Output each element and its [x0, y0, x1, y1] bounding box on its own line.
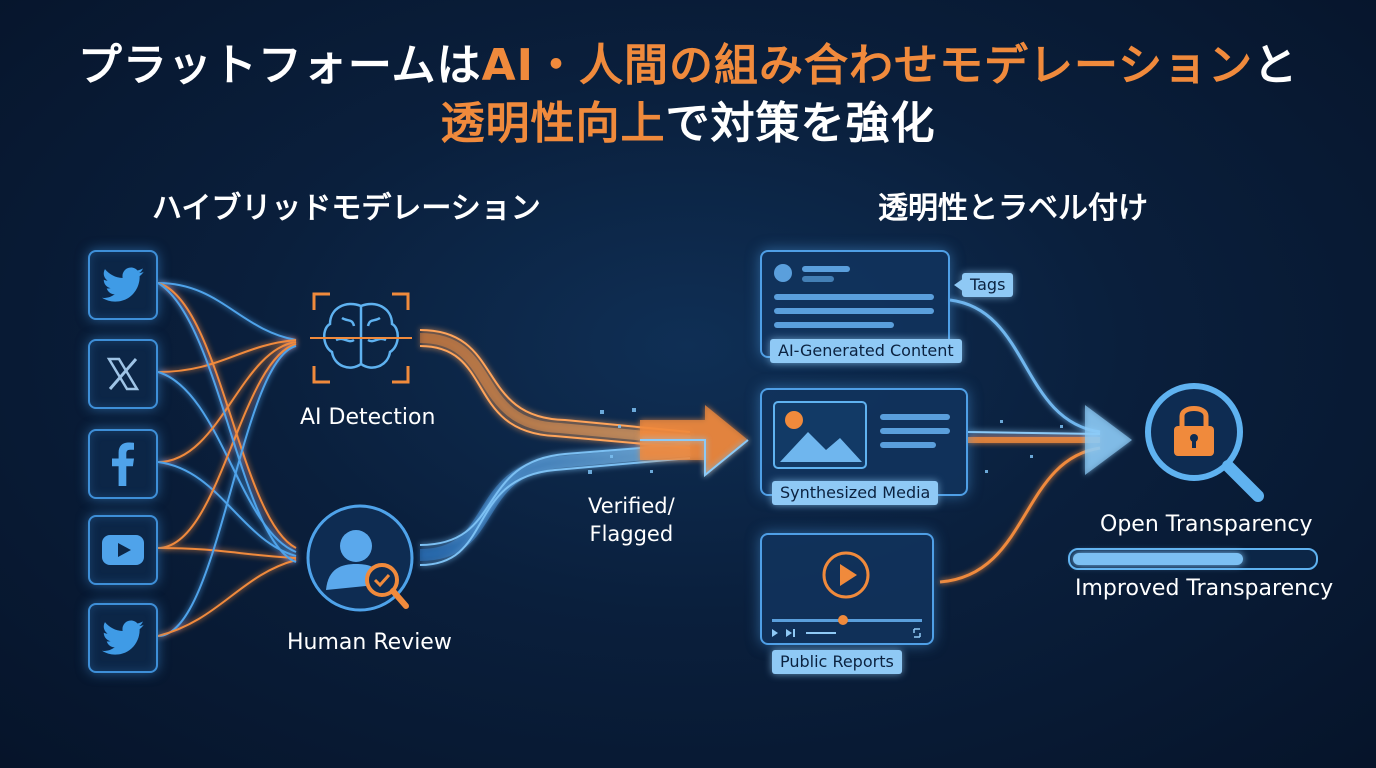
text-line — [802, 276, 834, 282]
x-logo-icon — [106, 357, 140, 391]
text-line — [774, 308, 934, 314]
video-scrubber — [838, 615, 848, 625]
synthesized-media-card — [760, 388, 968, 496]
title-part-a: プラットフォームは — [77, 40, 482, 91]
human-review-label: Human Review — [287, 630, 452, 655]
twitter-bird-icon — [102, 267, 144, 302]
synthesized-media-tag: Synthesized Media — [772, 481, 939, 505]
page-title-line2: 透明性向上で対策を強化 — [0, 96, 1376, 152]
youtube-platform-icon — [88, 515, 158, 585]
facebook-icon — [112, 442, 134, 486]
tags-label: Tags — [962, 273, 1014, 297]
twitter-platform-icon-2 — [88, 603, 158, 673]
human-review-icon — [306, 504, 414, 612]
x-platform-icon — [88, 339, 158, 409]
avatar — [774, 264, 792, 282]
text-line — [774, 294, 934, 300]
ai-detection-label: AI Detection — [300, 405, 436, 430]
title-part-e: で対策を強化 — [665, 98, 936, 149]
video-controls-icon — [772, 628, 921, 638]
text-line — [802, 266, 850, 272]
image-icon — [773, 401, 867, 469]
transparency-progress-fill — [1073, 553, 1243, 565]
ai-generated-content-tag: AI-Generated Content — [770, 339, 962, 363]
verified-text: Verified/ — [588, 494, 675, 518]
page-title-line1: プラットフォームはAI・人間の組み合わせモデレーションと — [0, 38, 1376, 94]
improved-transparency-label: Improved Transparency — [1075, 576, 1334, 601]
play-button-icon — [822, 551, 870, 599]
title-part-c: と — [1253, 40, 1299, 91]
hybrid-moderation-heading: ハイブリッドモデレーション — [152, 191, 541, 226]
lock-magnifier-icon — [1145, 383, 1264, 502]
twitter-bird-icon — [102, 620, 144, 655]
brain-icon — [310, 292, 412, 384]
text-line — [774, 322, 894, 328]
title-part-d: 透明性向上 — [440, 98, 666, 149]
open-transparency-label: Open Transparency — [1100, 512, 1313, 537]
facebook-platform-icon — [88, 429, 158, 499]
public-reports-tag: Public Reports — [772, 650, 902, 674]
public-reports-card — [760, 533, 934, 645]
youtube-icon — [102, 535, 144, 565]
verified-flagged-label: Verified/ Flagged — [588, 492, 675, 548]
flagged-text: Flagged — [589, 522, 674, 546]
twitter-platform-icon — [88, 250, 158, 320]
transparency-progress-bar — [1068, 548, 1318, 570]
text-line — [880, 414, 950, 420]
text-line — [880, 442, 936, 448]
text-line — [880, 428, 950, 434]
tag-pointer-icon — [954, 278, 964, 292]
transparency-labeling-heading: 透明性とラベル付け — [878, 191, 1148, 226]
title-part-b: AI・人間の組み合わせモデレーション — [481, 40, 1254, 91]
